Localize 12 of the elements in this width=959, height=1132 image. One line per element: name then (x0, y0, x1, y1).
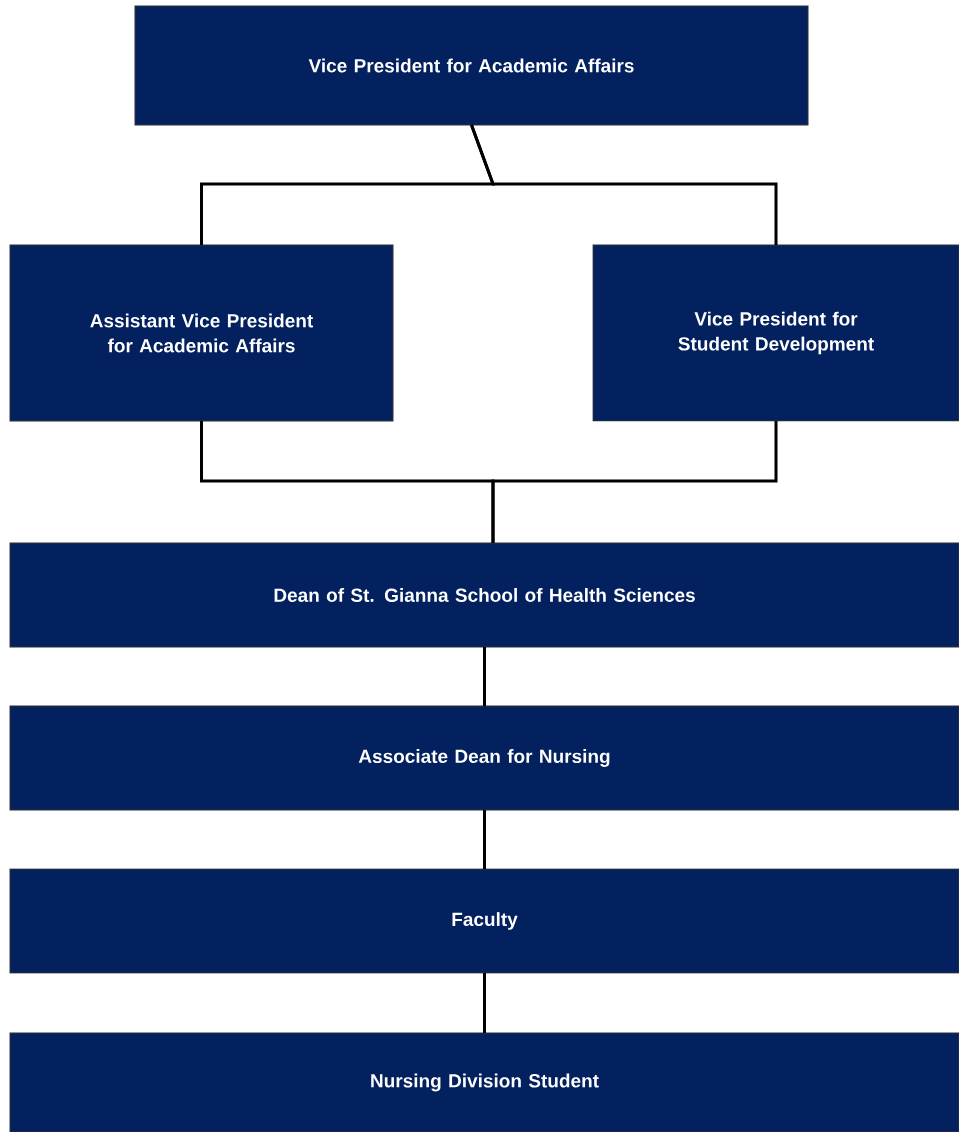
connector-line (483, 810, 486, 869)
org-box: Faculty (9, 868, 959, 974)
org-box: Associate Dean for Nursing (9, 705, 959, 811)
connector-line (470, 124, 778, 245)
org-box: Vice President for Student Development (592, 244, 959, 422)
org-box: Vice President for Academic Affairs (134, 5, 809, 126)
connector-line (491, 421, 778, 543)
org-box: Assistant Vice President for Academic Affairs (9, 244, 394, 422)
org-box: Dean of St. Gianna School of Health Sciences (9, 542, 959, 648)
org-box: Nursing Division Student (9, 1032, 959, 1132)
connector-line (483, 647, 486, 706)
connector-line (483, 973, 486, 1033)
